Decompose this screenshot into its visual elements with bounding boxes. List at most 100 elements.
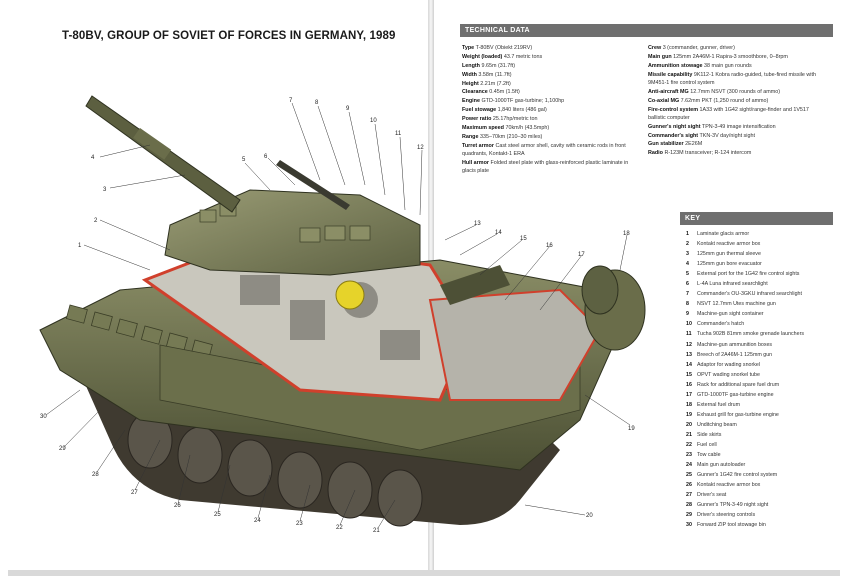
key-header: KEY bbox=[680, 212, 833, 225]
key-item-number: 4 bbox=[686, 261, 689, 268]
callout-25: 25 bbox=[214, 512, 221, 518]
key-item-16: 16 Rack for additional spare fuel drum bbox=[686, 380, 836, 390]
aa-machine-gun bbox=[276, 160, 350, 210]
key-item-12: 12 Machine-gun ammunition boxes bbox=[686, 340, 836, 350]
key-item-number: 9 bbox=[686, 311, 689, 318]
key-item-15: 15 OPVT wading snorkel tube bbox=[686, 370, 836, 380]
callout-1: 1 bbox=[78, 243, 82, 249]
key-item-number: 12 bbox=[686, 341, 692, 348]
key-item-label: 125mm gun thermal sleeve bbox=[697, 251, 761, 258]
callout-3: 3 bbox=[103, 187, 107, 193]
td-row: Co-axial MG 7.62mm PKT (1,250 round of a… bbox=[648, 97, 769, 104]
td-row: Fire-control system 1A33 with 1G42 sight… bbox=[648, 106, 809, 121]
key-item-label: Forward ZIP tool stowage bin bbox=[697, 522, 766, 529]
key-item-label: Driver's seat bbox=[697, 492, 727, 499]
callout-7: 7 bbox=[289, 98, 293, 104]
td-row: Ammunition stowage 38 main gun rounds bbox=[648, 62, 752, 69]
td-row: Power ratio 25.17hp/metric ton bbox=[462, 116, 538, 123]
key-item-label: Machine-gun ammunition boxes bbox=[697, 341, 773, 348]
key-item-label: External port for the 1G42 fire control … bbox=[697, 271, 800, 278]
td-row: Range 335–70km (210–30 miles) bbox=[462, 133, 543, 140]
callout-12: 12 bbox=[417, 145, 424, 151]
callout-6: 6 bbox=[264, 154, 268, 160]
callout-18: 18 bbox=[623, 231, 630, 237]
key-item-label: External fuel drum bbox=[697, 401, 740, 408]
engine-cutaway bbox=[428, 288, 602, 401]
key-item-27: 27 Driver's seat bbox=[686, 490, 836, 500]
key-item-number: 15 bbox=[686, 371, 692, 378]
callout-2: 2 bbox=[94, 218, 98, 224]
callout-17: 17 bbox=[578, 252, 585, 258]
page-bottom-edge bbox=[8, 570, 840, 576]
key-item-label: Driver's steering controls bbox=[697, 512, 756, 519]
key-item-label: Rack for additional spare fuel drum bbox=[697, 381, 780, 388]
key-item-label: Kontakt reactive armor box bbox=[697, 482, 761, 489]
key-item-label: Tow cable bbox=[697, 452, 721, 459]
page-title: T-80BV, GROUP OF SOVIET OF FORCES IN GER… bbox=[62, 30, 396, 42]
td-row: Maximum speed 70km/h (43.5mph) bbox=[462, 125, 550, 132]
key-item-number: 16 bbox=[686, 381, 692, 388]
key-item-label: Side skirts bbox=[697, 431, 722, 438]
callout-29: 29 bbox=[59, 446, 66, 452]
callout-9: 9 bbox=[346, 106, 350, 112]
td-row: Clearance 0.45m (1.5ft) bbox=[462, 89, 520, 96]
key-item-number: 14 bbox=[686, 361, 692, 368]
callout-21: 21 bbox=[373, 528, 380, 534]
callout-22: 22 bbox=[336, 525, 343, 531]
callout-4: 4 bbox=[91, 155, 95, 161]
key-item-label: 125mm gun bore evacuator bbox=[697, 261, 762, 268]
key-item-number: 21 bbox=[686, 431, 692, 438]
key-heading: KEY bbox=[685, 215, 701, 222]
key-item-number: 1 bbox=[686, 231, 689, 237]
technical-data-left-column: Type T-80BV (Obiekt 219RV) Weight (loade… bbox=[462, 44, 640, 176]
td-row: Commander's sight TKN-3V day/night sight bbox=[648, 132, 755, 139]
key-item-4: 4 125mm gun bore evacuator bbox=[686, 259, 836, 269]
key-item-number: 19 bbox=[686, 411, 692, 418]
key-item-label: OPVT wading snorkel tube bbox=[697, 371, 760, 378]
callout-14: 14 bbox=[495, 230, 502, 236]
key-item-number: 7 bbox=[686, 291, 689, 298]
key-item-23: 23 Tow cable bbox=[686, 450, 836, 460]
key-item-number: 23 bbox=[686, 452, 692, 459]
td-row: Gunner's night sight TPN-3-49 image inte… bbox=[648, 123, 776, 130]
callout-11: 11 bbox=[395, 131, 402, 137]
key-item-label: Gunner's TPN-3-49 night sight bbox=[697, 502, 769, 509]
callout-16: 16 bbox=[546, 243, 553, 249]
key-item-label: Tucha 902B 81mm smoke grenade launchers bbox=[697, 331, 804, 338]
key-item-number: 27 bbox=[686, 492, 692, 499]
key-item-number: 2 bbox=[686, 241, 689, 248]
key-item-21: 21 Side skirts bbox=[686, 430, 836, 440]
td-row: Type T-80BV (Obiekt 219RV) bbox=[462, 45, 533, 51]
td-row: Length 9.65m (31.7ft) bbox=[462, 62, 516, 69]
technical-data-right-column: Crew 3 (commander, gunner, driver) Main … bbox=[648, 44, 826, 158]
key-item-number: 6 bbox=[686, 281, 689, 288]
callout-23: 23 bbox=[296, 521, 303, 527]
key-item-number: 24 bbox=[686, 462, 692, 469]
key-item-label: L-4A Luna infrared searchlight bbox=[697, 281, 768, 288]
callout-30: 30 bbox=[40, 414, 47, 420]
key-item-label: Laminate glacis armor bbox=[697, 231, 750, 237]
td-row: Anti-aircraft MG 12.7mm NSVT (300 rounds… bbox=[648, 88, 781, 95]
key-item-number: 20 bbox=[686, 421, 692, 428]
key-item-label: GTD-1000TF gas-turbine engine bbox=[697, 391, 774, 398]
fuel-drum-2 bbox=[581, 265, 619, 315]
td-row: Height 2.21m (7.2ft) bbox=[462, 80, 511, 87]
